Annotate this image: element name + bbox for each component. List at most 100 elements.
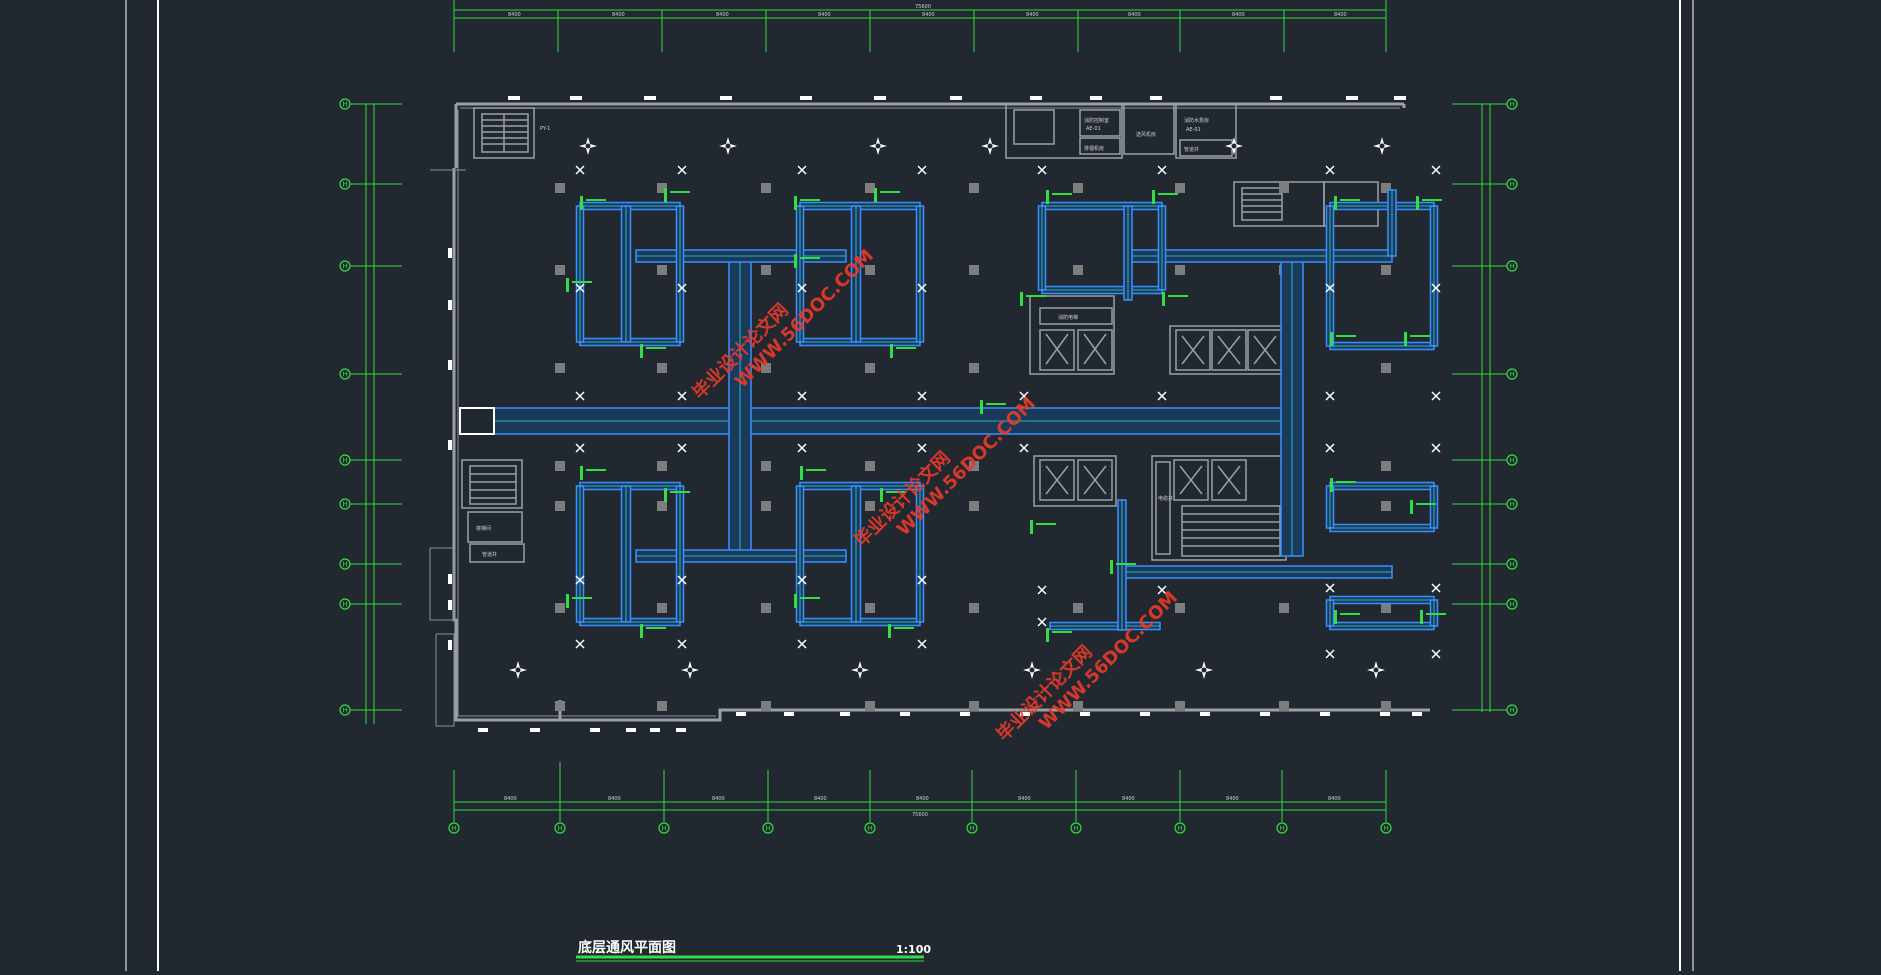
diffuser-10 <box>797 283 807 293</box>
grid-marker-bottom-0 <box>448 822 460 834</box>
duct-tag-bar-28 <box>1046 628 1049 642</box>
diffuser-3 <box>917 165 927 175</box>
grid-marker-label-right-8: H <box>1510 707 1515 715</box>
grid-marker-label-left-0: H <box>343 101 348 109</box>
column-4-4 <box>969 501 979 511</box>
duct-tag-bar-27 <box>888 624 891 638</box>
diffuser-6 <box>1325 165 1335 175</box>
duct-tag-bar-23 <box>1410 500 1413 514</box>
diffuser-13 <box>1431 283 1441 293</box>
elevator-group-lower-left <box>1033 455 1117 507</box>
window-bottom-4 <box>650 728 660 732</box>
diffuser-35 <box>1325 583 1335 593</box>
column-2-5 <box>761 603 771 613</box>
fan-hub-7 <box>687 667 693 673</box>
dim-top-total: 75600 <box>915 4 931 10</box>
dim-bottom-4: 8400 <box>814 796 827 802</box>
duct-tag-bar-16 <box>580 466 583 480</box>
column-7-6 <box>1279 701 1289 711</box>
diffuser-14 <box>575 391 585 401</box>
window-top-10 <box>1270 96 1282 100</box>
grid-marker-label-right-6: H <box>1510 561 1515 569</box>
grid-marker-label-right-7: H <box>1510 601 1515 609</box>
column-3-3 <box>865 461 875 471</box>
column-5-5 <box>1073 603 1083 613</box>
column-1-5 <box>657 603 667 613</box>
room-pipe-shaft-left: 管道井 <box>482 551 497 558</box>
dim-top-5: 8400 <box>922 12 935 18</box>
dim-top-7: 8400 <box>1128 12 1141 18</box>
window-bottom-11 <box>1020 712 1030 716</box>
diffuser-38 <box>677 639 687 649</box>
grid-marker-label-left-5: H <box>343 501 348 509</box>
column-4-5 <box>969 603 979 613</box>
duct-tag-bar-13 <box>1162 292 1165 306</box>
diffuser-15 <box>677 391 687 401</box>
grid-marker-label-right-1: H <box>1510 181 1515 189</box>
diffuser-19 <box>1157 391 1167 401</box>
diffuser-28 <box>1431 443 1441 453</box>
duct-tag-bar-4 <box>1046 190 1049 204</box>
column-4-0 <box>969 183 979 193</box>
exhaust-fans <box>509 137 1391 679</box>
window-top-12 <box>1394 96 1406 100</box>
column-6-1 <box>1175 265 1185 275</box>
dim-bottom-3: 8400 <box>712 796 725 802</box>
diffuser-16 <box>797 391 807 401</box>
column-0-0 <box>555 183 565 193</box>
elevator-label-1: 消防电梯 <box>1058 314 1078 321</box>
diffuser-12 <box>1325 283 1335 293</box>
column-8-5 <box>1381 603 1391 613</box>
duct-tag-bar-21 <box>1110 560 1113 574</box>
diffuser-43 <box>1431 649 1441 659</box>
duct-tag-bar-30 <box>1420 610 1423 624</box>
diffuser-37 <box>575 639 585 649</box>
window-left-0 <box>448 248 452 258</box>
column-8-0 <box>1381 183 1391 193</box>
window-top-0 <box>508 96 520 100</box>
fan-hub-1 <box>725 143 731 149</box>
drawing-title-block: 底层通风平面图 1:100 <box>576 939 931 962</box>
diffuser-7 <box>1431 165 1441 175</box>
top-dimension-chain <box>453 0 1387 52</box>
fan-hub-2 <box>875 143 881 149</box>
diffuser-1 <box>677 165 687 175</box>
dim-bottom-7: 8400 <box>1122 796 1135 802</box>
elevator-group-upper-right <box>1169 325 1287 375</box>
column-8-4 <box>1381 501 1391 511</box>
column-3-4 <box>865 501 875 511</box>
diffuser-34 <box>1157 585 1167 595</box>
window-top-5 <box>874 96 886 100</box>
dim-top-3: 8400 <box>716 12 729 18</box>
window-bottom-16 <box>1320 712 1330 716</box>
window-top-1 <box>570 96 582 100</box>
room-control-sub: AE-01 <box>1086 126 1101 132</box>
column-2-3 <box>761 461 771 471</box>
dim-top-9: 8400 <box>1334 12 1347 18</box>
room-machine-sub: AE-01 <box>1186 127 1201 133</box>
diffuser-31 <box>797 575 807 585</box>
column-1-4 <box>657 501 667 511</box>
room-control: 消防控制室 <box>1084 117 1109 124</box>
grid-marker-bottom-x2 <box>864 822 876 834</box>
diffuser-24 <box>797 443 807 453</box>
svg-text:WWW.56DOC.COM: WWW.56DOC.COM <box>1035 587 1182 734</box>
window-bottom-6 <box>736 712 746 716</box>
window-bottom-15 <box>1260 712 1270 716</box>
column-1-6 <box>657 701 667 711</box>
grid-marker-label-right-3: H <box>1510 371 1515 379</box>
dim-top-6: 8400 <box>1026 12 1039 18</box>
fan-hub-6 <box>515 667 521 673</box>
grid-marker-label-left-3: H <box>343 371 348 379</box>
stair-top-right <box>1233 181 1379 227</box>
duct-tag-bar-29 <box>1334 610 1337 624</box>
diffuser-36 <box>1431 583 1441 593</box>
column-8-2 <box>1381 363 1391 373</box>
column-1-1 <box>657 265 667 275</box>
dim-top-1: 8400 <box>508 12 521 18</box>
window-top-4 <box>800 96 812 100</box>
window-bottom-0 <box>478 728 488 732</box>
room-fan-1: 排烟机房 <box>1084 145 1104 152</box>
diffuser-11 <box>917 283 927 293</box>
